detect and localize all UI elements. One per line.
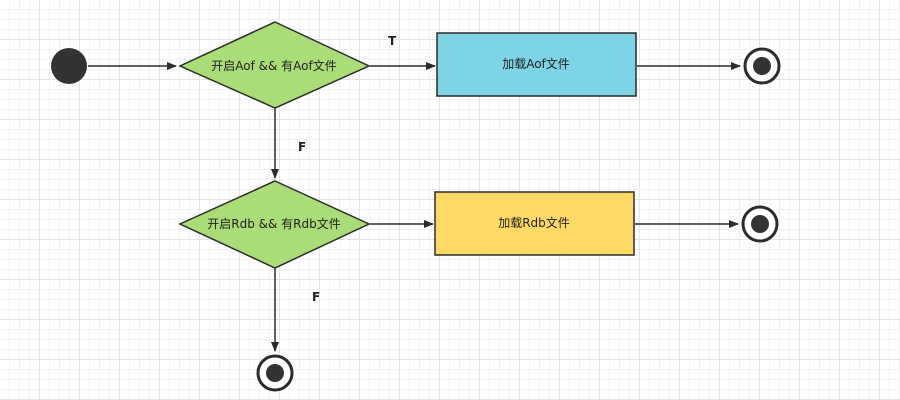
- decision-rdb-label: 开启Rdb && 有Rdb文件: [207, 216, 341, 231]
- decision-aof-shape: [178, 21, 371, 109]
- action-load-aof-label: 加载Aof文件: [502, 56, 570, 71]
- edge-label-aof-true: T: [388, 34, 397, 48]
- action-load-aof-box: [436, 32, 637, 97]
- decision-aof: 开启Aof && 有Aof文件: [178, 21, 371, 109]
- action-load-rdb-label: 加载Rdb文件: [498, 215, 570, 230]
- decision-rdb: 开启Rdb && 有Rdb文件: [178, 180, 371, 269]
- decision-rdb-shape: [178, 180, 371, 269]
- end-node-2: [741, 205, 779, 243]
- action-load-aof: 加载Aof文件: [436, 32, 637, 97]
- edge-label-aof-false: F: [298, 140, 306, 154]
- start-node: [51, 48, 87, 84]
- action-load-rdb: 加载Rdb文件: [434, 191, 635, 256]
- edge-label-rdb-false: F: [312, 290, 320, 304]
- end-node-3: [256, 354, 294, 392]
- end-node-1: [743, 47, 781, 85]
- action-load-rdb-box: [434, 191, 635, 256]
- decision-aof-label: 开启Aof && 有Aof文件: [211, 58, 336, 73]
